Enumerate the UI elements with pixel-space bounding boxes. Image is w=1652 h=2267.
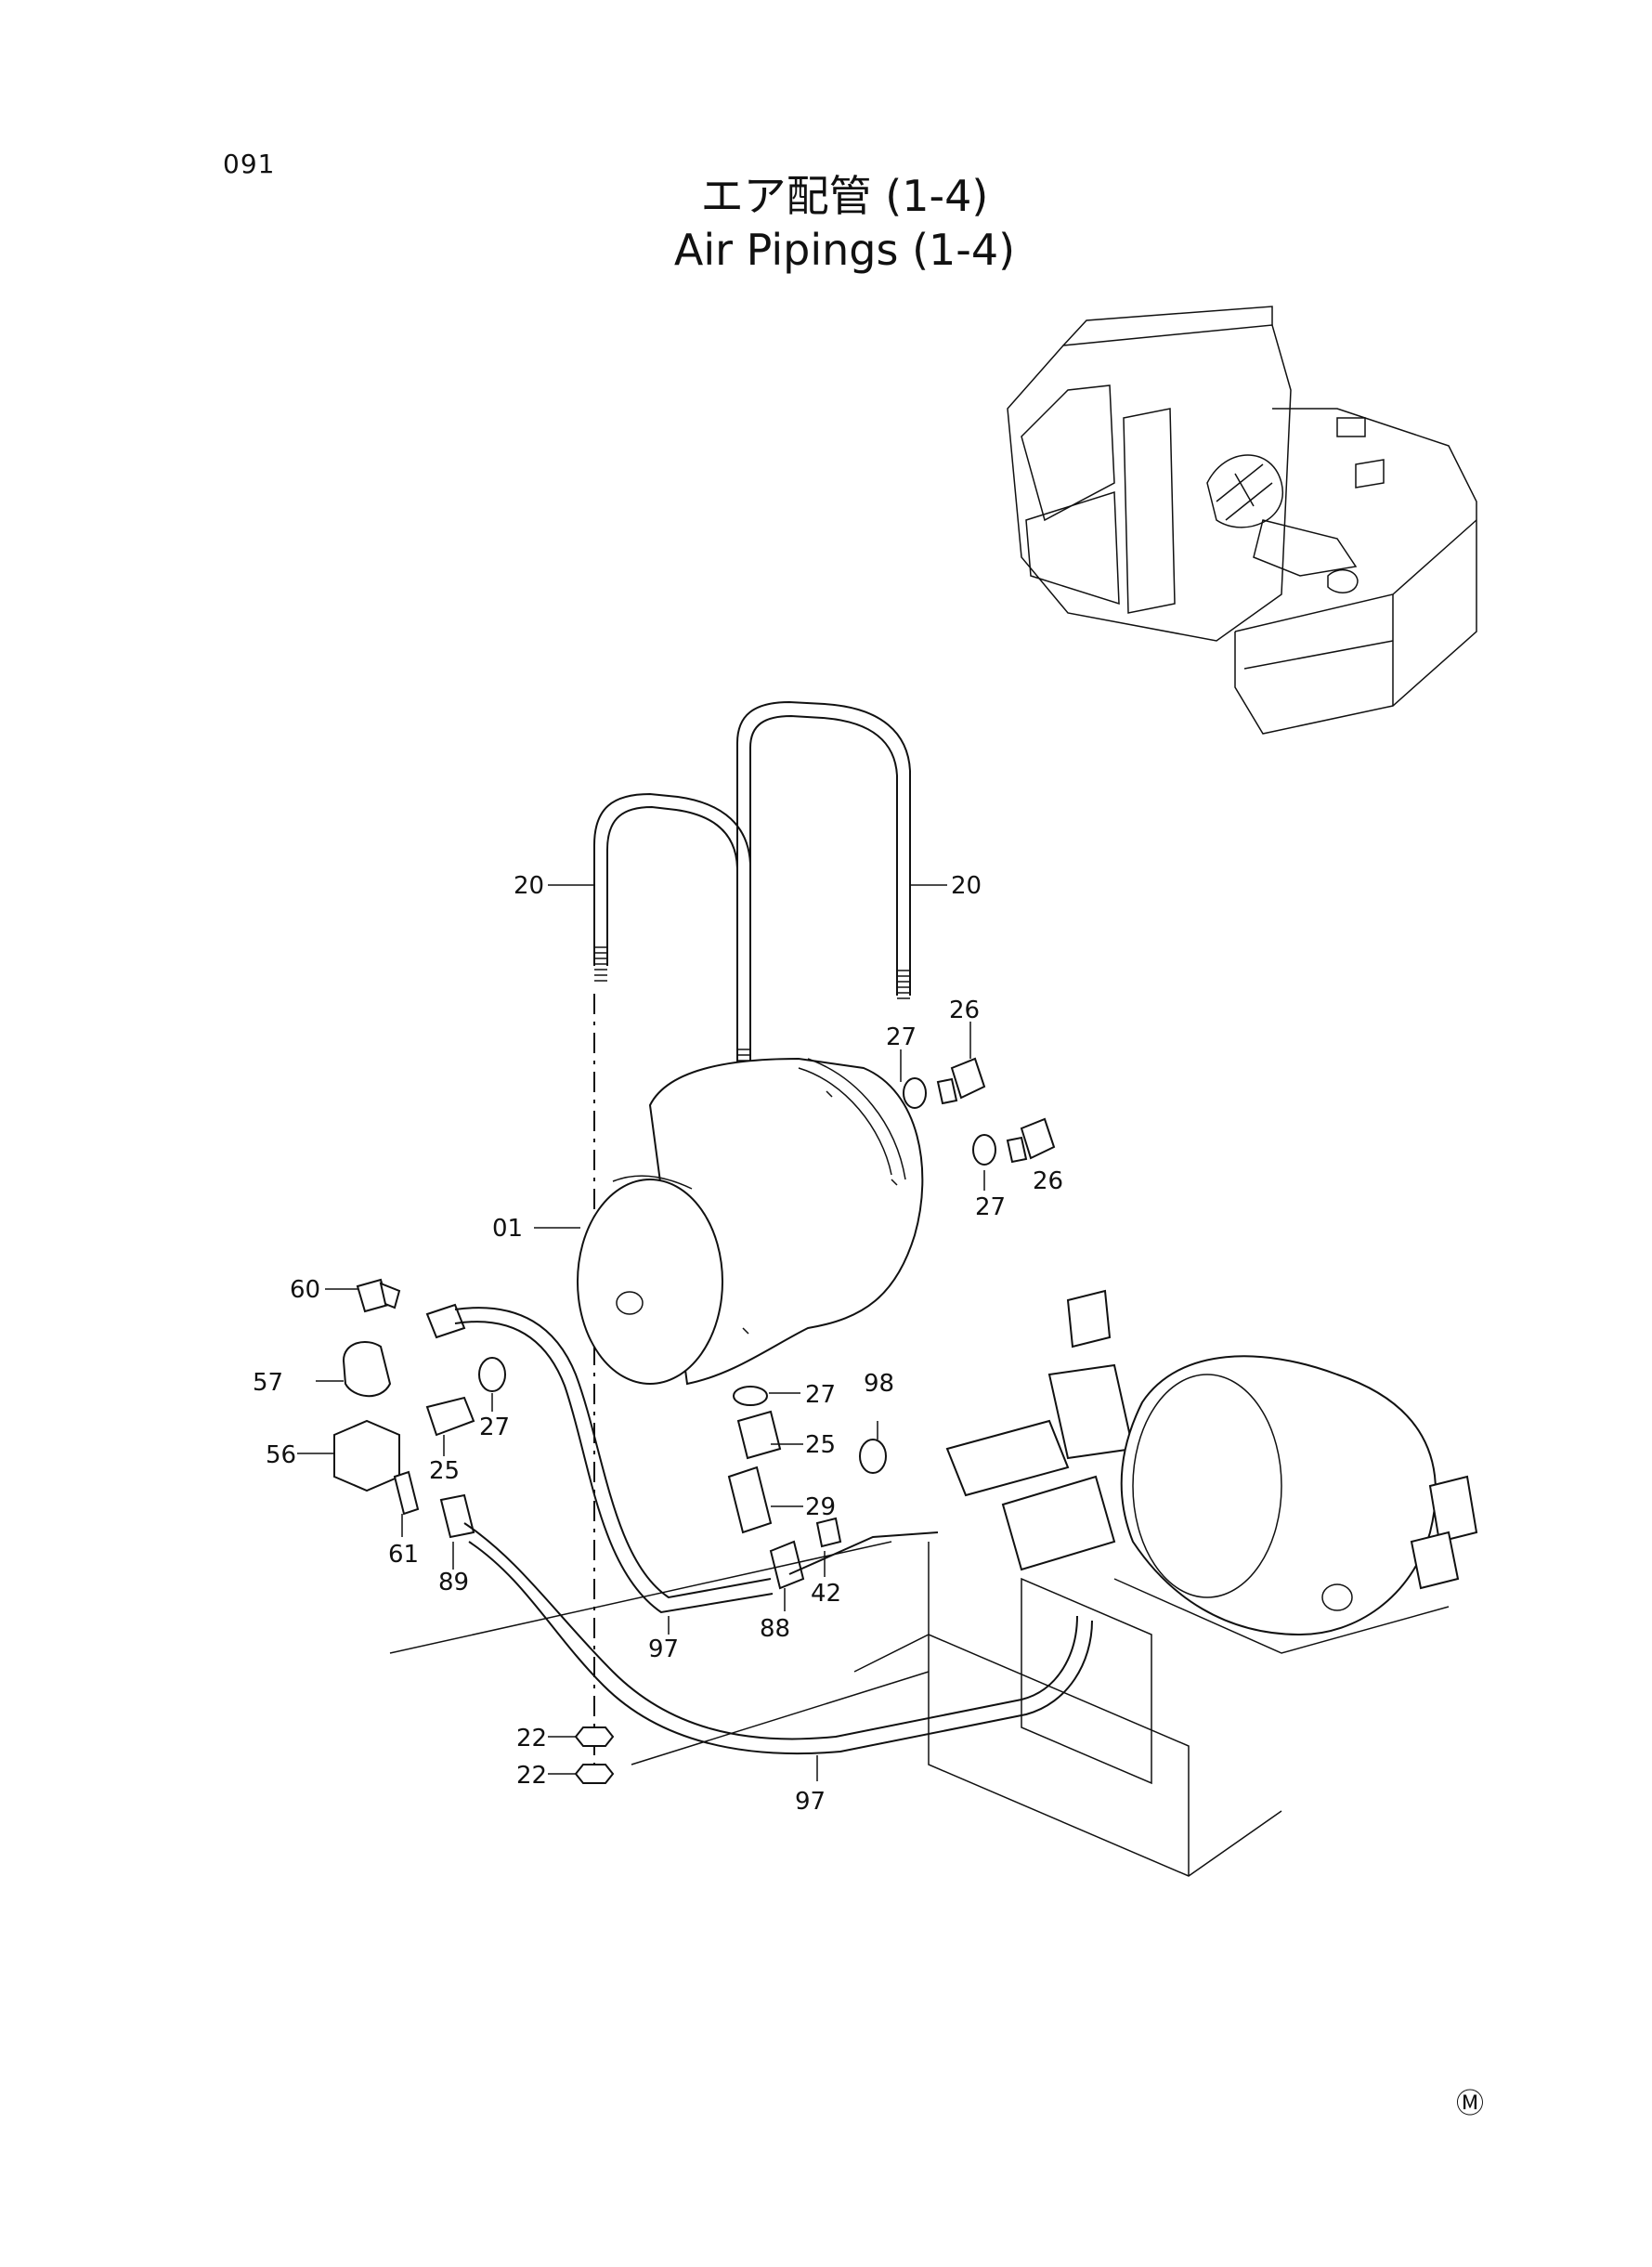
callout-25-left: 25 xyxy=(429,1457,460,1485)
title-japanese: エア配管 (1-4) xyxy=(700,171,989,221)
title-block: エア配管 (1-4) Air Pipings (1-4) xyxy=(0,169,1652,277)
callout-42: 42 xyxy=(811,1580,841,1608)
callout-27-top: 27 xyxy=(886,1023,917,1051)
callout-61: 61 xyxy=(388,1541,419,1569)
excavator-inset xyxy=(1007,306,1477,735)
left-fittings xyxy=(333,1278,887,1590)
callout-89: 89 xyxy=(438,1569,469,1596)
frame-outline xyxy=(389,1541,1450,1877)
callout-27-left: 27 xyxy=(479,1414,510,1441)
callout-01: 01 xyxy=(492,1215,523,1243)
callout-22-upper: 22 xyxy=(516,1725,547,1752)
callout-97-lower: 97 xyxy=(795,1788,826,1816)
callout-97-upper: 97 xyxy=(648,1635,679,1663)
callout-56: 56 xyxy=(266,1441,296,1469)
callout-27-right: 27 xyxy=(975,1193,1006,1221)
callout-labels: 20 20 26 27 26 27 01 60 57 56 25 27 27 9… xyxy=(253,872,1063,1816)
plugs-and-washers xyxy=(478,1057,1056,1406)
callout-20-left: 20 xyxy=(514,872,544,900)
page-number: 091 xyxy=(223,149,276,179)
callout-88: 88 xyxy=(760,1615,790,1643)
manufacturer-mark: Ⓜ xyxy=(1456,2088,1484,2120)
callout-20-right: 20 xyxy=(951,872,982,900)
callout-27-bottom: 27 xyxy=(805,1381,836,1409)
callout-57: 57 xyxy=(253,1369,283,1397)
air-tank xyxy=(577,1057,924,1386)
callout-60: 60 xyxy=(290,1276,320,1304)
lock-nuts xyxy=(574,1726,615,1784)
callout-98: 98 xyxy=(864,1370,894,1398)
air-hoses xyxy=(454,1307,1093,1754)
callout-26-top: 26 xyxy=(949,997,980,1024)
callout-29: 29 xyxy=(805,1493,836,1521)
title-english: Air Pipings (1-4) xyxy=(673,225,1016,275)
u-bolts xyxy=(593,700,911,1078)
callout-25-center: 25 xyxy=(805,1431,836,1459)
callout-22-lower: 22 xyxy=(516,1762,547,1790)
callout-26-right: 26 xyxy=(1033,1167,1063,1195)
valve-assembly xyxy=(945,1289,1478,1636)
leader-lines xyxy=(297,884,985,1781)
